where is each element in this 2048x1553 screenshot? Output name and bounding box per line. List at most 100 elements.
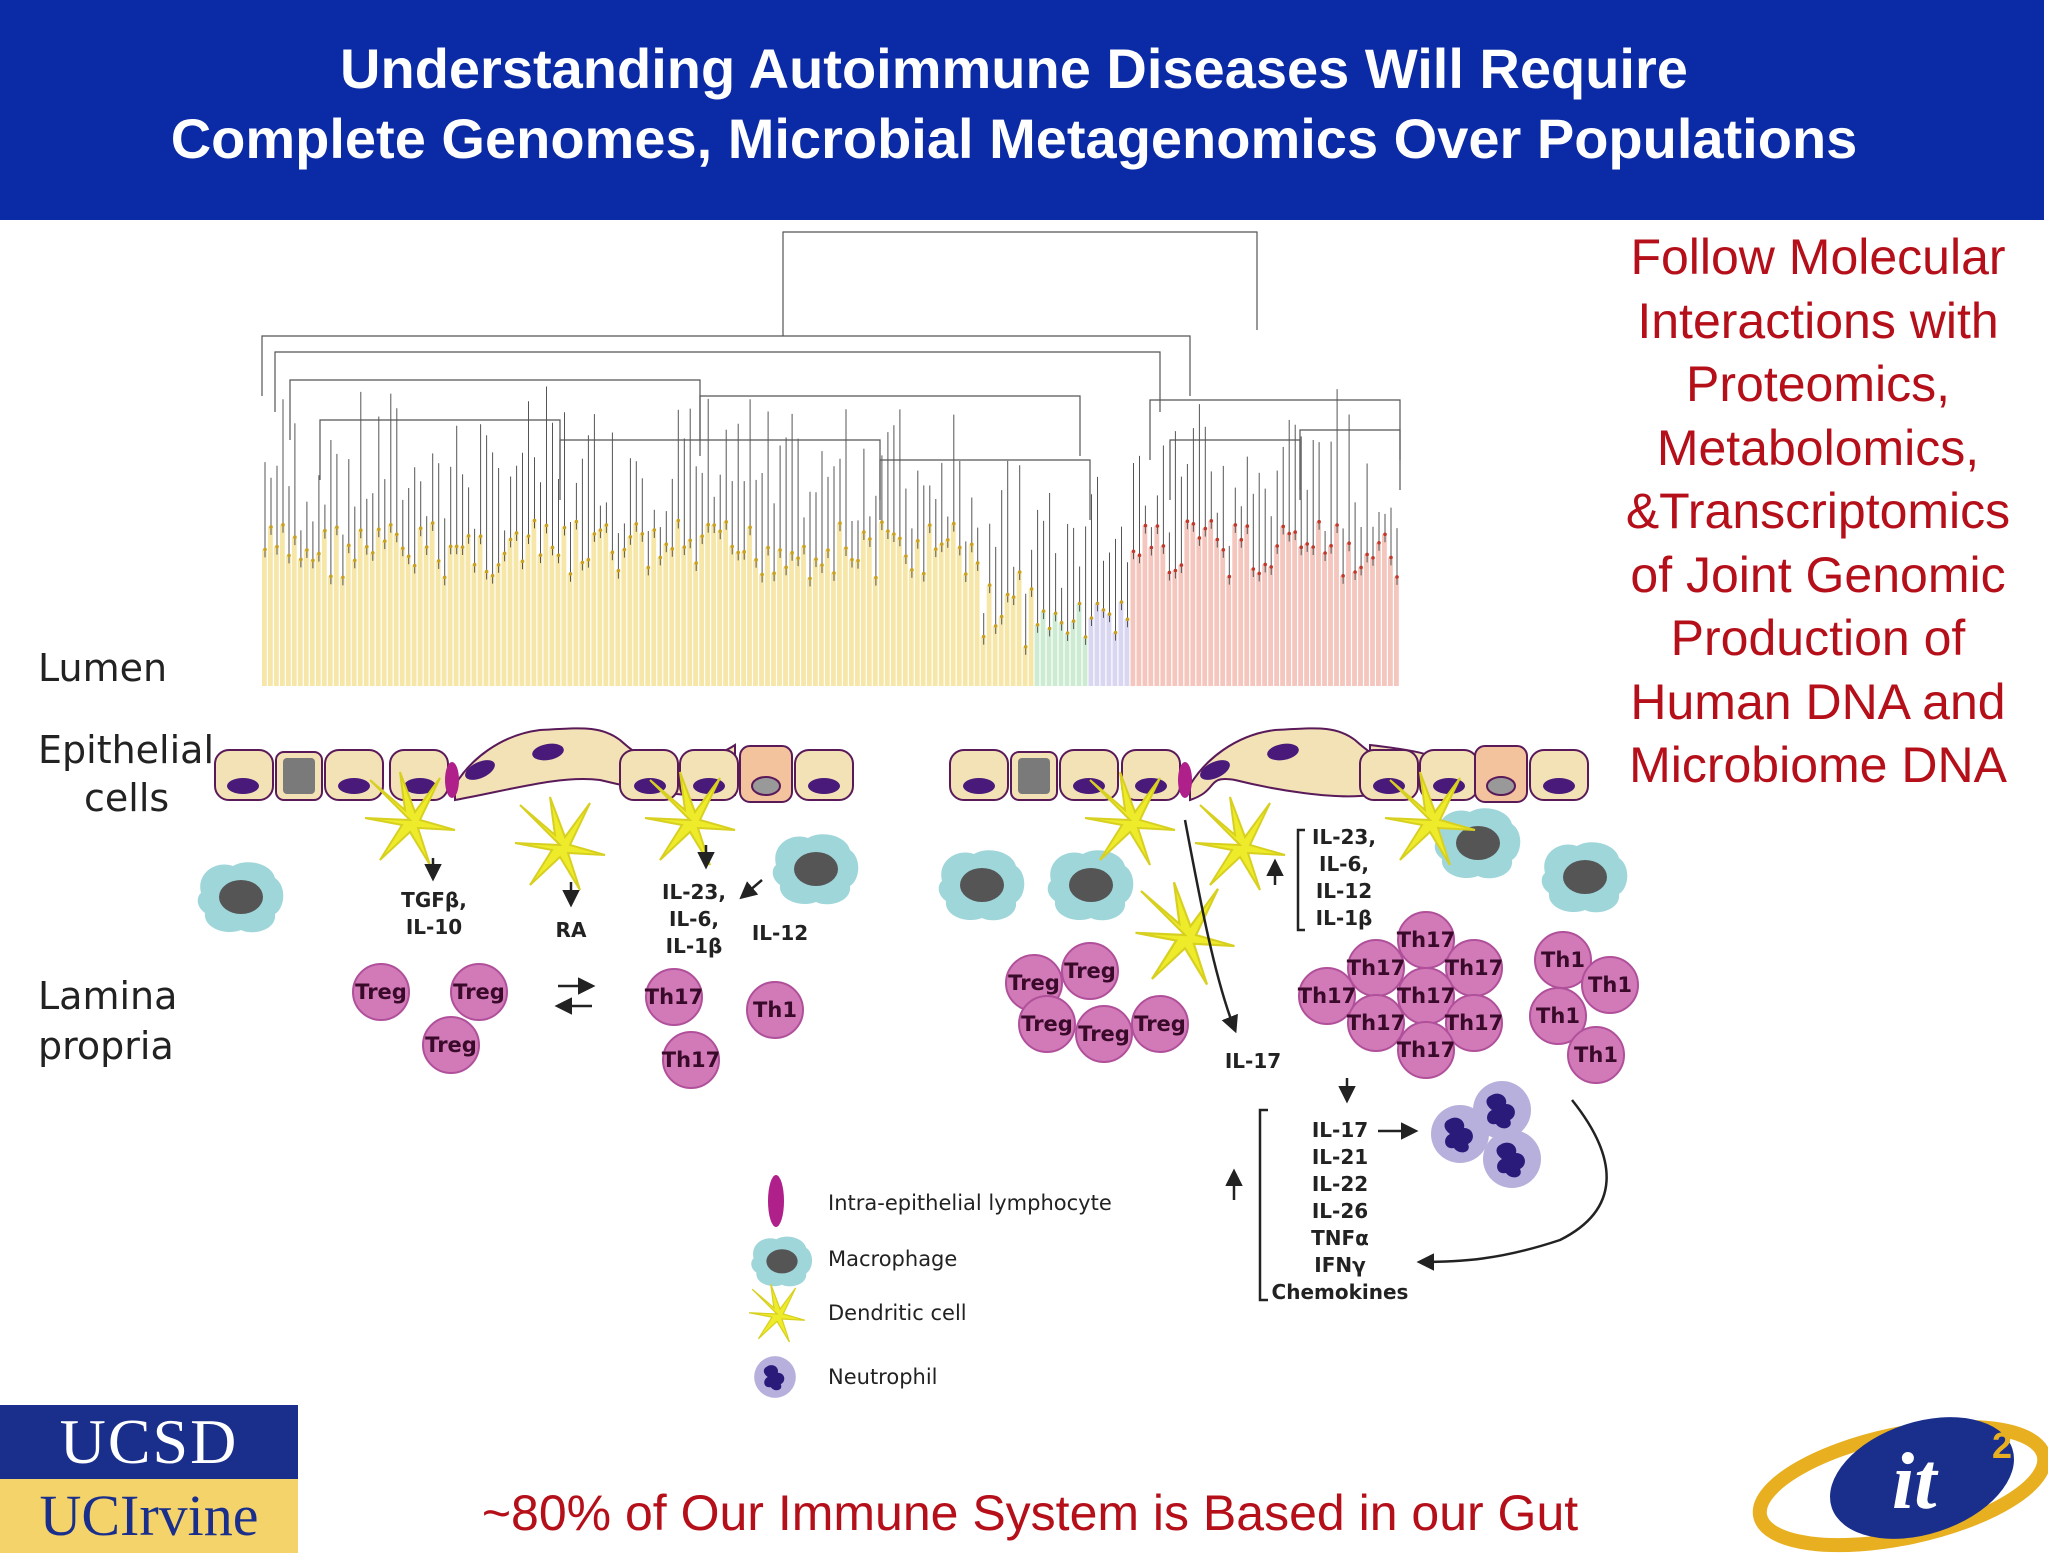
footer-caption: ~80% of Our Immune System is Based in ou… [481,1485,1579,1541]
dendrogram-leaf [441,577,447,686]
dendrogram-leaf [369,552,375,686]
dendrogram-node [676,518,681,523]
dendrogram-node [658,555,663,560]
dendrogram-leaf [1184,521,1190,686]
dendrogram-leaf [381,541,387,686]
dendrogram-node [424,545,429,549]
dendrogram-leaf [741,551,746,686]
dendrogram-leaf [327,576,333,686]
treg-cell: Treg [355,980,407,1004]
zone-label-lamina: Lamina [38,974,178,1018]
dendrogram-leaf [908,569,914,686]
dendrogram-node [1323,551,1327,555]
dendrogram-node [598,528,603,532]
dendrogram-leaf [429,522,435,686]
dendrogram-leaf [1130,551,1136,686]
dendrogram-node [1041,609,1046,613]
dendrogram-node [826,548,830,552]
dendrogram-leaf [1154,526,1160,686]
dendrogram-node [886,529,890,533]
dendrogram-node [1311,545,1315,549]
dendrogram-node [299,557,303,562]
dendrogram-node [940,542,944,546]
dendrogram-node [562,525,567,530]
dendritic-cell-icon [748,1283,806,1343]
dendrogram-node [341,575,345,580]
right-th17-cluster [1298,911,1503,1079]
dendrogram-node [592,532,597,536]
dendrogram-leaf [549,547,555,686]
dendrogram-node [760,572,764,577]
dendrogram-branch [319,419,561,480]
dendrogram-node [730,544,734,549]
dendrogram-node [538,553,543,557]
dendrogram-node [1119,600,1124,604]
dendrogram-node [1173,568,1178,573]
dendrogram-leaf [860,532,866,686]
dendrogram-leaf [944,539,950,686]
dendrogram-node [832,571,836,575]
dendrogram-leaf [561,527,567,686]
dendrogram-node [874,575,878,580]
treg-cell: Treg [453,980,505,1004]
dendrogram-node [508,537,513,542]
th1-cell: Th1 [1536,1004,1580,1028]
dendrogram-node [1089,616,1094,620]
dendrogram-leaf [735,552,740,686]
dendrogram-leaf [765,547,770,686]
dendrogram-branch [1299,429,1401,490]
right-treg-cluster [1005,942,1189,1063]
dendrogram-node [868,537,872,541]
dendrogram-leaf [507,539,513,686]
dendrogram-leaf [1112,632,1118,686]
dendrogram-leaf [837,523,842,686]
dendrogram-leaf [932,549,938,686]
dendrogram-node [706,522,710,527]
dendrogram-branch [879,459,1091,520]
dendrogram-leaf [1046,628,1052,686]
right-up-cytokine: IL-1β [1316,906,1373,930]
it2-logo-sup: 2 [1992,1425,2012,1466]
dendrogram-leaf [459,547,465,686]
dendrogram-node [712,523,716,527]
dendrogram-node [1017,570,1022,574]
right-up-cytokine: IL-12 [1316,879,1372,903]
dendrogram-leaf [1160,545,1166,686]
effector-cytokine: IL-26 [1312,1199,1368,1223]
dendrogram-leaf [274,546,279,686]
dendrogram-node [460,545,465,549]
dendrogram-node [784,565,788,569]
dendrogram-leaf [1088,618,1094,686]
dendrogram-node [281,522,285,527]
treg-cell: Treg [1078,1022,1130,1046]
dendrogram-branch [274,351,1161,412]
dendrogram-node [1299,545,1303,549]
dendrogram-leaf [789,552,794,686]
dendrogram-leaf [645,567,651,686]
dendrogram-leaf [1106,614,1112,686]
dendrogram-node [502,551,507,556]
ucsd-uci-logo: UCSD UCIrvine [0,1405,298,1553]
dendrogram-node [1215,537,1220,542]
dendrogram-leaf [489,575,495,686]
treg-cell: Treg [1008,971,1060,995]
dendrogram-node [383,539,387,543]
dendrogram-leaf [938,544,944,686]
dendrogram-node [293,535,297,539]
dendrogram-node [970,542,974,547]
dendrogram-node [275,544,279,549]
dendrogram-node [347,543,351,547]
dendrogram-node [287,553,291,558]
dendrogram-leaf [525,536,531,686]
dendrogram-leaf [1202,528,1208,686]
macrophage-icon [197,862,284,933]
dendrogram-node [628,535,633,539]
dendrogram-leaf [375,529,381,686]
dendrogram-node [1023,645,1028,649]
th17-cell: Th17 [1397,984,1456,1008]
dendrogram-node [898,536,902,541]
dendrogram-node [1395,575,1399,579]
dendrogram-node [652,528,657,532]
effector-cytokine: IL-17 [1312,1118,1368,1142]
dendrogram-node [700,534,704,538]
